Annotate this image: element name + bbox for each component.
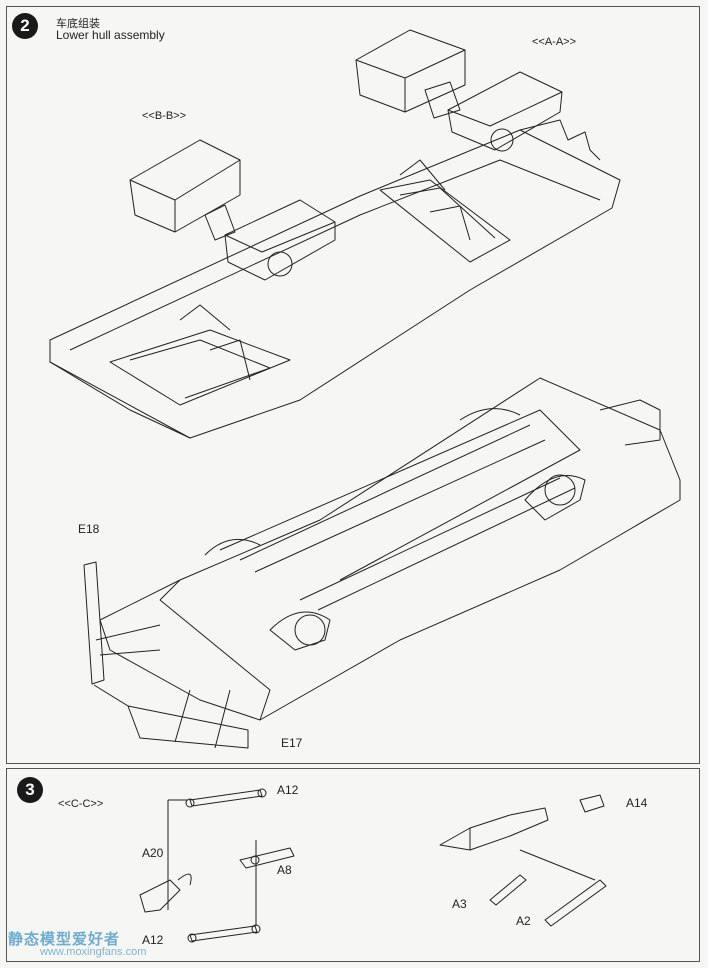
part-label-e18: E18 (78, 522, 100, 536)
part-label-e17: E17 (281, 736, 303, 750)
step-2-panel (6, 6, 700, 764)
part-label-a3: A3 (452, 897, 467, 911)
step-3-panel (6, 768, 700, 962)
part-label-a12-top: A12 (277, 783, 299, 797)
section-label-b-b: <<B-B>> (142, 110, 187, 122)
step-3-parts-drawing (139, 788, 607, 943)
step-2-title-cn: 车底组装 (56, 18, 100, 30)
part-label-a12-bottom: A12 (142, 933, 164, 947)
part-label-a8: A8 (277, 863, 292, 877)
section-label-a-a: <<A-A>> (532, 36, 577, 48)
part-label-a2: A2 (516, 914, 531, 928)
watermark-text: 静态模型爱好者 (8, 931, 121, 948)
section-label-c-c: <<C-C>> (58, 798, 104, 810)
step-2-badge: 2 (12, 13, 38, 39)
part-label-a14: A14 (626, 796, 648, 810)
part-label-a20: A20 (142, 846, 164, 860)
step-2-title-en: Lower hull assembly (56, 28, 165, 42)
upper-hull-drawing (49, 29, 621, 439)
step-3-badge: 3 (17, 777, 43, 803)
hull-bottom-drawing (83, 377, 681, 749)
watermark-url: www.moxingfans.com (40, 946, 147, 958)
